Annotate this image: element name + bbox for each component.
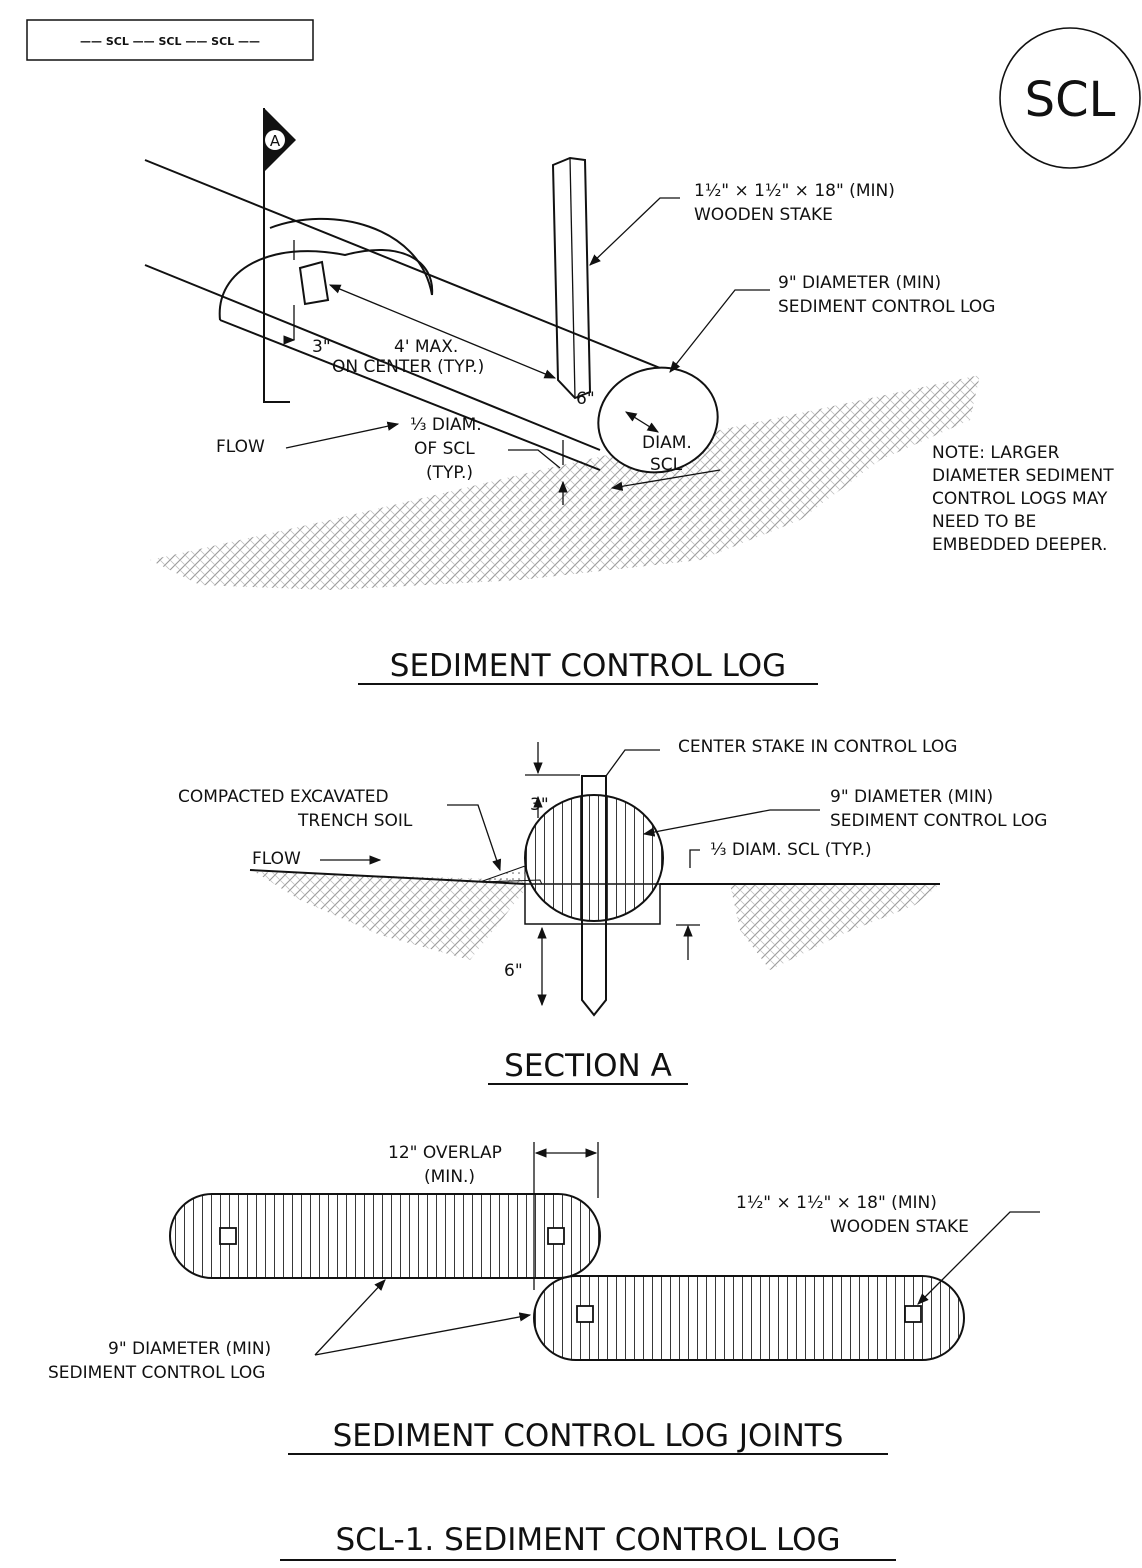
diam-label-2: SCL (650, 455, 683, 475)
detail-section-a: CENTER STAKE IN CONTROL LOG COMPACTED EX… (178, 737, 1047, 1085)
joint-stake-callout-1: 1½" × 1½" × 18" (MIN) (736, 1193, 937, 1213)
note-line-5: EMBEDDED DEEPER. (932, 535, 1107, 555)
spacing-line-1: 4' MAX. (394, 337, 458, 357)
log-callout-line-1: 9" DIAMETER (MIN) (778, 273, 941, 293)
stake-callout-line-2: WOODEN STAKE (694, 205, 833, 225)
ground-hatch-right (730, 884, 940, 970)
wooden-stake (551, 156, 592, 400)
soil-callout-2: TRENCH SOIL (297, 811, 413, 831)
section-log-callout-1: 9" DIAMETER (MIN) (830, 787, 993, 807)
center-stake (581, 775, 607, 1017)
joint-log-callout-1: 9" DIAMETER (MIN) (108, 1339, 271, 1359)
log-callout-line-2: SEDIMENT CONTROL LOG (778, 297, 995, 317)
detail-isometric: A 1½" × 1½" × 18" (MIN) WOODEN STAKE 9" … (144, 108, 1114, 685)
overlap-line-2: (MIN.) (424, 1167, 475, 1187)
scl-log-section (524, 794, 664, 922)
ground-hatch-left (255, 872, 525, 960)
note-line-4: NEED TO BE (932, 512, 1036, 532)
embed-label-2: OF SCL (414, 439, 475, 459)
stake-icon-1 (219, 1227, 237, 1245)
scl-log-end-far (218, 249, 434, 321)
joint-log-callout-2: SEDIMENT CONTROL LOG (48, 1363, 265, 1383)
center-stake-callout: CENTER STAKE IN CONTROL LOG (678, 737, 957, 757)
note-line-2: DIAMETER SEDIMENT (932, 466, 1114, 486)
overlap-line-1: 12" OVERLAP (388, 1143, 502, 1163)
legend-text: —— SCL —— SCL —— SCL —— (80, 35, 260, 48)
sheet-title: SCL-1. SEDIMENT CONTROL LOG (335, 1522, 840, 1558)
detail-1-title: SEDIMENT CONTROL LOG (390, 648, 786, 684)
joint-stake-callout-2: WOODEN STAKE (830, 1217, 969, 1237)
badge-text: SCL (1025, 72, 1116, 128)
section-marker-label: A (270, 132, 281, 150)
section-flow: FLOW (252, 849, 301, 869)
section-embed: ⅓ DIAM. SCL (TYP.) (710, 840, 872, 860)
stake-callout-line-1: 1½" × 1½" × 18" (MIN) (694, 181, 895, 201)
embed-label-1: ⅓ DIAM. (410, 415, 482, 435)
small-stake-icon (298, 260, 330, 306)
linetype-legend: —— SCL —— SCL —— SCL —— (26, 19, 314, 61)
flow-label: FLOW (216, 437, 265, 457)
ground-hatch (150, 375, 980, 590)
spacing-line-2: ON CENTER (TYP.) (332, 357, 484, 377)
dim-6in: 6" (576, 389, 595, 409)
note-line-3: CONTROL LOGS MAY (932, 489, 1108, 509)
soil-callout-1: COMPACTED EXCAVATED (178, 787, 389, 807)
note-line-1: NOTE: LARGER (932, 443, 1060, 463)
section-log-callout-2: SEDIMENT CONTROL LOG (830, 811, 1047, 831)
stake-icon-3 (576, 1305, 594, 1323)
stake-icon-4 (904, 1305, 922, 1323)
embed-label-3: (TYP.) (426, 463, 473, 483)
scl-log-upper (169, 1193, 601, 1279)
detail-3-title: SEDIMENT CONTROL LOG JOINTS (333, 1418, 844, 1454)
stake-icon-2 (547, 1227, 565, 1245)
scl-symbol-badge: SCL (999, 27, 1141, 169)
dim-3in: 3" (312, 337, 331, 357)
section-dim-6in: 6" (504, 961, 523, 981)
scl-log-lower (533, 1275, 965, 1361)
section-dim-3in: 3" (530, 795, 549, 815)
diam-label-1: DIAM. (642, 433, 692, 453)
detail-2-title: SECTION A (504, 1048, 672, 1084)
detail-joints: 12" OVERLAP (MIN.) 1½" × 1½" × 18" (MIN)… (48, 1142, 1040, 1455)
